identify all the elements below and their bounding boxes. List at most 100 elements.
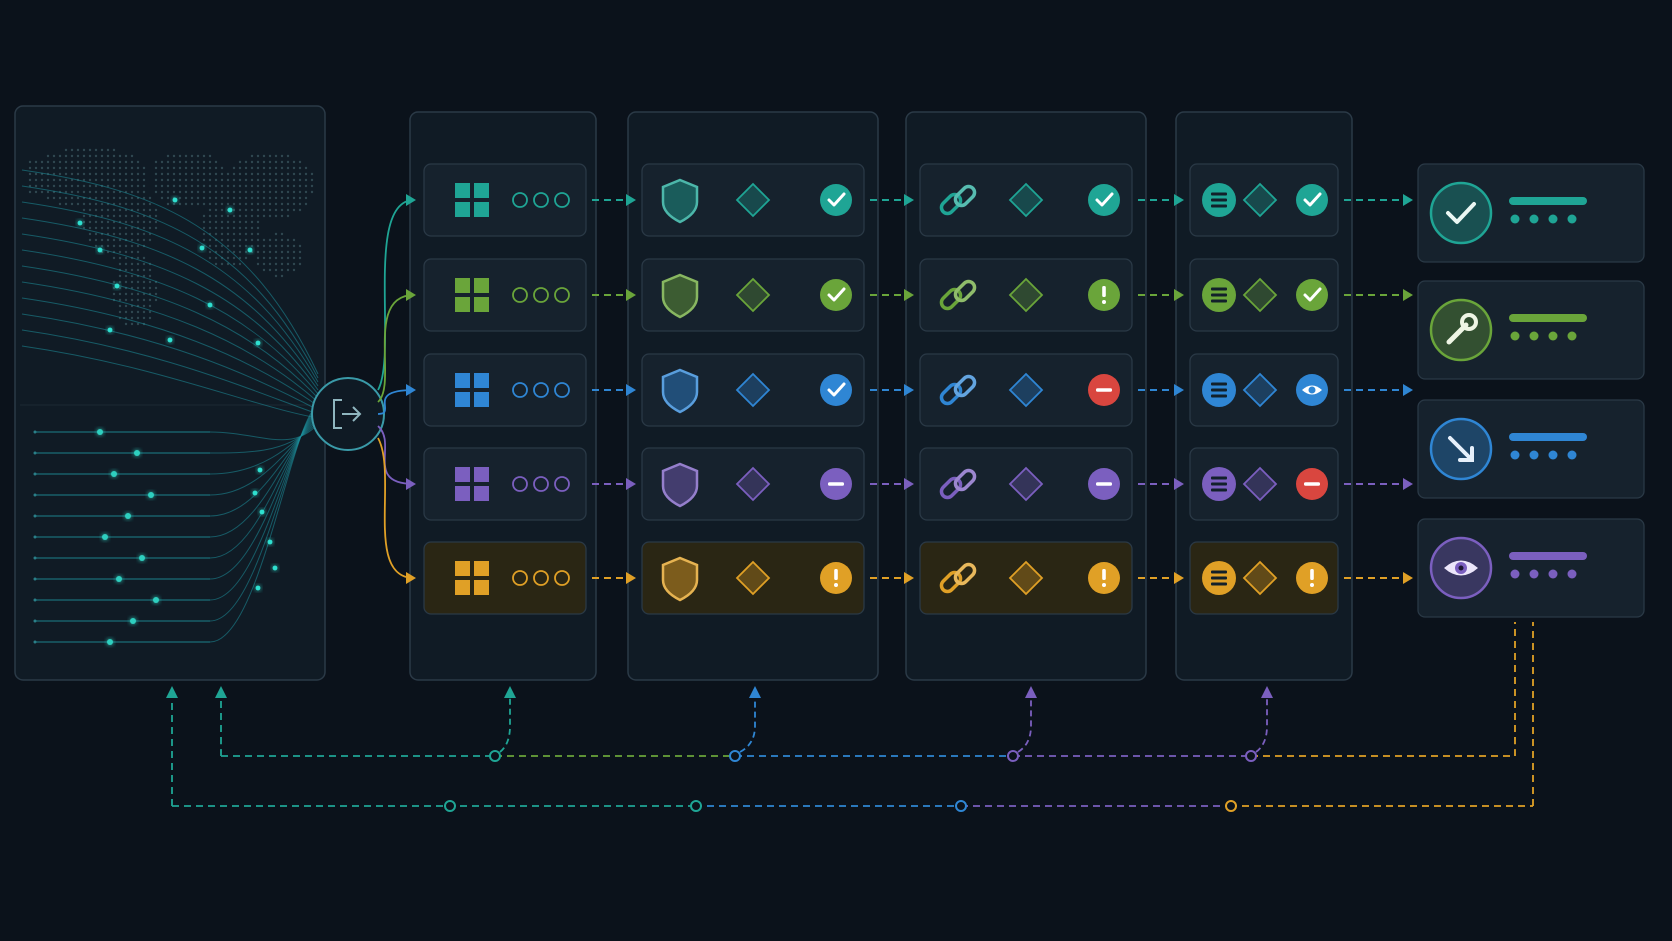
shield-icon bbox=[661, 462, 699, 508]
stage-card bbox=[423, 353, 587, 427]
loop-arrowhead bbox=[215, 686, 227, 698]
hub-connector bbox=[377, 389, 415, 415]
lane-purple bbox=[377, 425, 1645, 618]
card-frame bbox=[919, 447, 1133, 521]
stage-card bbox=[641, 541, 865, 615]
signal-node bbox=[247, 247, 253, 253]
stage-arrow bbox=[1344, 384, 1413, 396]
signal-node bbox=[148, 492, 154, 498]
eye-icon bbox=[1429, 536, 1493, 600]
loop-riser bbox=[739, 695, 756, 753]
stage-arrow bbox=[592, 572, 636, 584]
loop-node bbox=[690, 800, 702, 812]
list-icon bbox=[1202, 183, 1236, 217]
signal-node bbox=[257, 467, 263, 473]
check-icon bbox=[1296, 279, 1328, 311]
stage-card bbox=[641, 258, 865, 332]
progress-dots bbox=[512, 192, 570, 208]
stage-card bbox=[641, 447, 865, 521]
alert-icon bbox=[1088, 562, 1120, 594]
diamond-icon bbox=[1008, 466, 1044, 502]
signal-curves bbox=[21, 169, 319, 419]
stage-arrow bbox=[1138, 478, 1184, 490]
stage-card bbox=[1189, 353, 1339, 427]
stage-card bbox=[919, 353, 1133, 427]
card-frame bbox=[423, 163, 587, 237]
card-frame bbox=[423, 353, 587, 427]
stage-card bbox=[423, 258, 587, 332]
signal-lines bbox=[33, 403, 319, 645]
card-frame bbox=[641, 447, 865, 521]
check-icon bbox=[820, 184, 852, 216]
diamond-icon bbox=[1242, 560, 1278, 596]
stage-arrow bbox=[592, 478, 636, 490]
list-icon bbox=[1202, 467, 1236, 501]
card-frame bbox=[1189, 541, 1339, 615]
stage-arrow bbox=[1138, 384, 1184, 396]
loop-arrowhead bbox=[749, 686, 761, 698]
output-bar bbox=[1509, 552, 1587, 560]
feedback-loops bbox=[166, 622, 1534, 812]
shield-icon bbox=[661, 368, 699, 414]
hub-node bbox=[311, 377, 385, 451]
progress-dots bbox=[1510, 569, 1577, 579]
stage-card bbox=[919, 541, 1133, 615]
lane-green bbox=[377, 258, 1645, 403]
card-frame bbox=[1417, 163, 1645, 263]
card-frame bbox=[641, 258, 865, 332]
diamond-icon bbox=[1242, 277, 1278, 313]
diamond-icon bbox=[1008, 560, 1044, 596]
stage-card bbox=[1189, 447, 1339, 521]
card-frame bbox=[919, 353, 1133, 427]
loop-node bbox=[955, 800, 967, 812]
lane-blue bbox=[377, 353, 1645, 499]
check-icon bbox=[820, 279, 852, 311]
card-frame bbox=[641, 353, 865, 427]
link-icon bbox=[939, 468, 977, 500]
alert-icon bbox=[1088, 279, 1120, 311]
loop-riser bbox=[1017, 695, 1032, 753]
hub-connector bbox=[377, 199, 415, 391]
hub-connector-arrowhead bbox=[406, 572, 416, 584]
stage-card bbox=[1189, 541, 1339, 615]
wrench-icon bbox=[1429, 298, 1493, 362]
loop-arrowhead bbox=[504, 686, 516, 698]
lane-teal bbox=[377, 163, 1645, 391]
card-frame bbox=[423, 447, 587, 521]
diamond-icon bbox=[735, 372, 771, 408]
signal-node bbox=[139, 555, 145, 561]
stage-card bbox=[919, 258, 1133, 332]
loop-riser bbox=[1255, 695, 1268, 753]
card-frame bbox=[641, 541, 865, 615]
card-frame bbox=[1189, 447, 1339, 521]
signal-node bbox=[102, 534, 108, 540]
loop-node bbox=[489, 750, 501, 762]
eye-icon bbox=[1296, 374, 1328, 406]
shield-icon bbox=[661, 556, 699, 602]
shield-icon bbox=[661, 178, 699, 224]
source-panel bbox=[14, 105, 326, 681]
link-icon bbox=[939, 279, 977, 311]
loop-node bbox=[444, 800, 456, 812]
stage-arrow bbox=[1138, 289, 1184, 301]
hub-connector-arrowhead bbox=[406, 384, 416, 396]
stage-card bbox=[641, 163, 865, 237]
signal-node bbox=[130, 618, 136, 624]
card-frame bbox=[1417, 280, 1645, 380]
stage-card bbox=[919, 163, 1133, 237]
signal-node bbox=[153, 597, 159, 603]
signal-node bbox=[114, 283, 120, 289]
card-frame bbox=[1417, 399, 1645, 499]
list-icon bbox=[1202, 278, 1236, 312]
stage-arrow bbox=[592, 194, 636, 206]
diamond-icon bbox=[1242, 466, 1278, 502]
loop-arrowhead bbox=[1261, 686, 1273, 698]
arrow-down-right-icon bbox=[1429, 417, 1493, 481]
output-card bbox=[1417, 163, 1645, 263]
diamond-icon bbox=[1008, 182, 1044, 218]
stage-arrow bbox=[1138, 194, 1184, 206]
link-icon bbox=[939, 184, 977, 216]
diamond-icon bbox=[735, 560, 771, 596]
check-icon bbox=[1088, 184, 1120, 216]
